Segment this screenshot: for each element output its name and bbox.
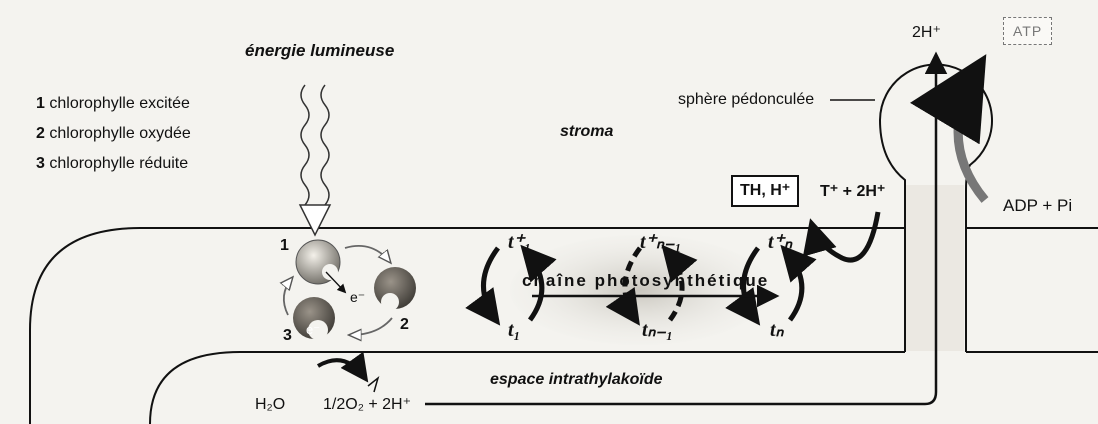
lumen-label: espace intrathylakoïde [490, 372, 663, 388]
carrier-label-t1: t₁ [508, 320, 521, 340]
sphere-label: sphère pédonculée [678, 92, 814, 108]
chlorophyll-label-3: 3 [283, 328, 292, 344]
th-formation-arrow [812, 212, 878, 260]
carrier-label-t1-plus: t⁺₁ [508, 232, 531, 252]
carrier-label-tn-plus: t⁺ₙ [768, 232, 792, 252]
legend-item-1: 1 chlorophylle excitée [36, 96, 190, 112]
chain-label: chaîne photosynthétique [522, 272, 769, 289]
th-box: TH, H⁺ [731, 175, 799, 207]
legend-text: chlorophylle excitée [49, 95, 190, 112]
chlorophyll-label-1: 1 [280, 238, 289, 254]
legend-num: 2 [36, 125, 45, 142]
water-oxidation-arrow [318, 360, 365, 378]
legend-text: chlorophylle réduite [49, 155, 188, 172]
light-wave-arrow [300, 85, 330, 235]
legend-item-3: 3 chlorophylle réduite [36, 156, 188, 172]
electron-label: e⁻ [350, 290, 365, 304]
legend-num: 3 [36, 155, 45, 172]
carrier-label-tn1-plus: t⁺ₙ₋₁ [640, 232, 682, 252]
carrier-label-tn1: tₙ₋₁ [642, 320, 673, 340]
water-products-label: 1/2O₂ + 2H⁺ [323, 397, 411, 413]
water-label: H₂O [255, 397, 285, 413]
light-energy-label: énergie lumineuse [245, 42, 394, 59]
stroma-label: stroma [560, 124, 613, 140]
oxygen-release-arrow [368, 378, 378, 392]
electron-label-reduced: e⁻ [306, 323, 320, 336]
adp-label: ADP + Pi [1003, 197, 1072, 214]
atp-box: ATP [1003, 17, 1052, 45]
legend-item-2: 2 chlorophylle oxydée [36, 126, 191, 142]
proton-out-label: 2H⁺ [912, 25, 941, 41]
legend-num: 1 [36, 95, 45, 112]
carrier-label-tn: tₙ [770, 320, 784, 340]
t-plus-label: T⁺ + 2H⁺ [820, 184, 885, 200]
legend-text: chlorophylle oxydée [49, 125, 190, 142]
chlorophyll-label-2: 2 [400, 317, 409, 333]
